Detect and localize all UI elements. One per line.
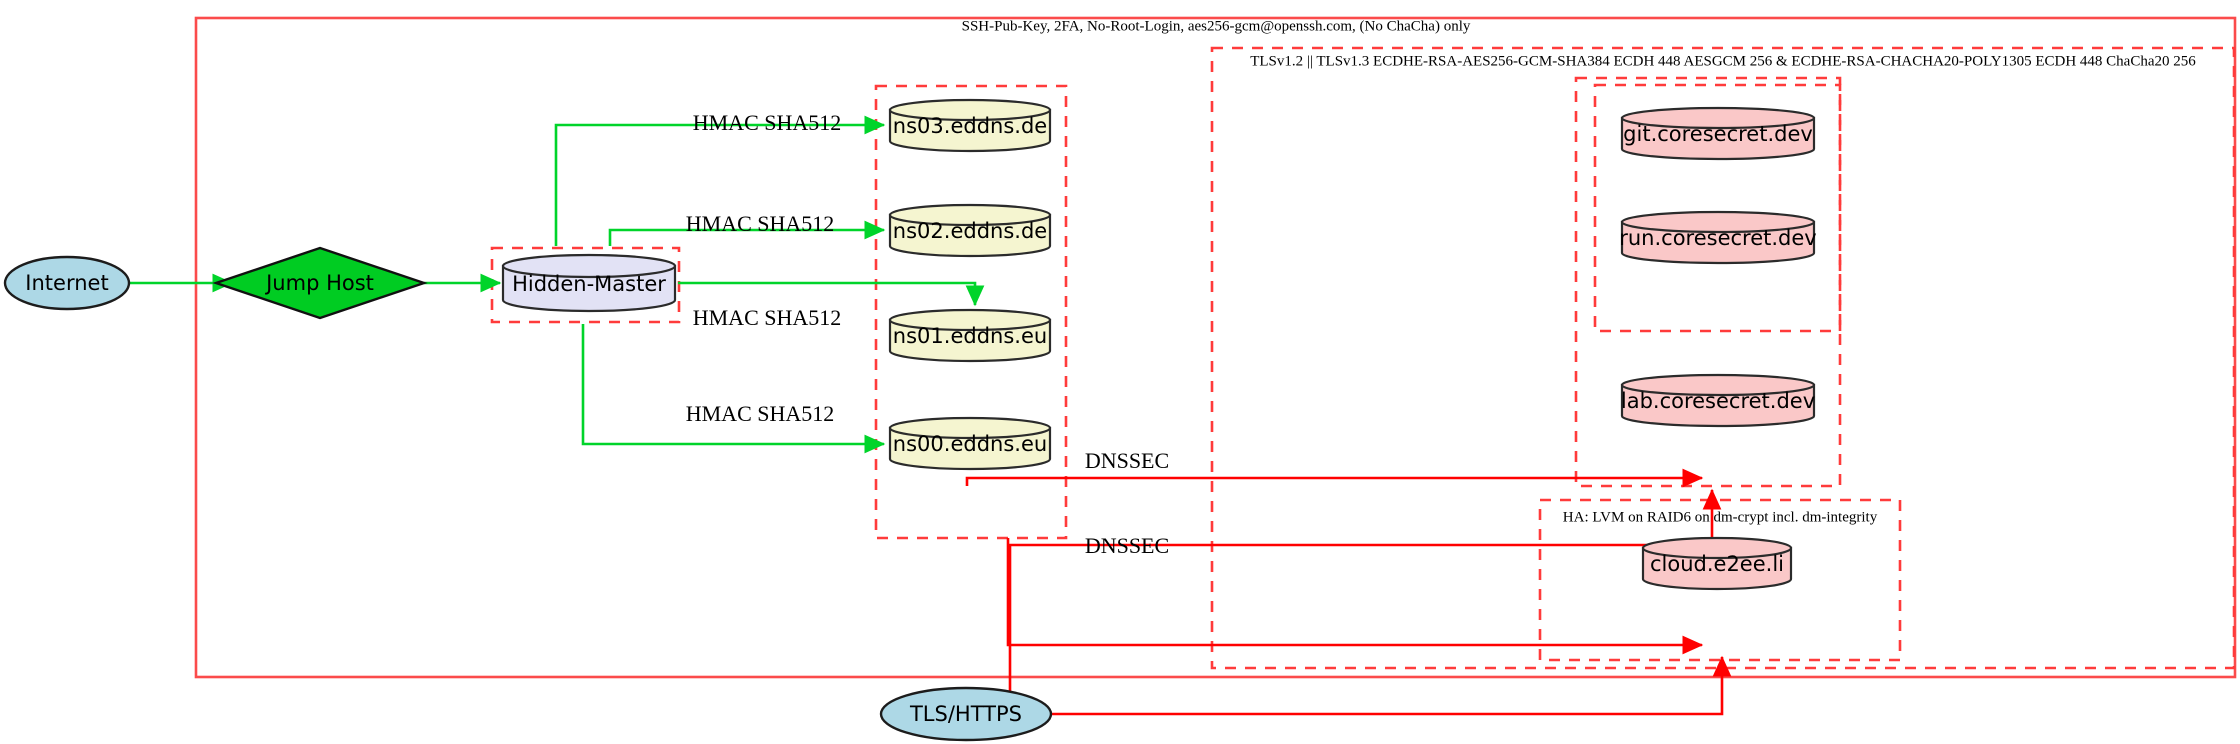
node-lab-coresecret[interactable]: lab.coresecret.dev	[1621, 373, 1815, 428]
edge-label-hmac-ns01: HMAC SHA512	[693, 305, 842, 330]
edge-master-to-ns00	[581, 324, 886, 454]
edge-label-hmac-ns03: HMAC SHA512	[693, 110, 842, 135]
node-run-coresecret[interactable]: run.coresecret.dev	[1619, 210, 1817, 265]
node-ns03[interactable]: ns03.eddns.de	[888, 98, 1052, 153]
cluster-coresecret	[1593, 83, 1842, 333]
edge-tls-to-lab	[1008, 488, 1722, 700]
node-git-coresecret[interactable]: git.coresecret.dev	[1620, 106, 1816, 161]
node-tls-https[interactable]: TLS/HTTPS	[879, 686, 1053, 742]
edge-master-to-ns03	[554, 115, 886, 246]
node-jump-host[interactable]: Jump Host	[212, 246, 428, 320]
cluster-tls-zone-label: TLSv1.2 || TLSv1.3 ECDHE-RSA-AES256-GCM-…	[1250, 53, 2196, 69]
node-ns00[interactable]: ns00.eddns.eu	[888, 416, 1052, 471]
node-internet[interactable]: Internet	[3, 255, 131, 311]
node-hidden-master[interactable]: Hidden-Master	[501, 253, 677, 313]
node-ns02[interactable]: ns02.eddns.de	[888, 203, 1052, 258]
node-cloud-e2ee[interactable]: cloud.e2ee.li	[1641, 536, 1793, 591]
edge-master-to-ns01	[678, 281, 985, 307]
edge-dnssec-to-cloud	[1006, 538, 1704, 655]
edge-label-dnssec-2: DNSSEC	[1085, 533, 1169, 558]
node-ns01[interactable]: ns01.eddns.eu	[888, 308, 1052, 363]
edge-label-dnssec-1: DNSSEC	[1085, 448, 1169, 473]
cluster-services	[1574, 76, 1842, 488]
edge-dnssec-to-lab	[965, 468, 1704, 488]
cluster-ssh-zone: SSH-Pub-Key, 2FA, No-Root-Login, aes256-…	[194, 16, 2237, 679]
edge-label-hmac-ns02: HMAC SHA512	[686, 211, 835, 236]
edge-master-to-ns02	[608, 220, 886, 246]
edge-label-hmac-ns00: HMAC SHA512	[686, 401, 835, 426]
edge-tls-to-cloud	[1052, 655, 1732, 716]
cluster-ssh-zone-label: SSH-Pub-Key, 2FA, No-Root-Login, aes256-…	[962, 18, 1471, 34]
cluster-tls-zone: TLSv1.2 || TLSv1.3 ECDHE-RSA-AES256-GCM-…	[1210, 46, 2236, 670]
cluster-ha-zone-label: HA: LVM on RAID6 on dm-crypt incl. dm-in…	[1563, 509, 1878, 525]
